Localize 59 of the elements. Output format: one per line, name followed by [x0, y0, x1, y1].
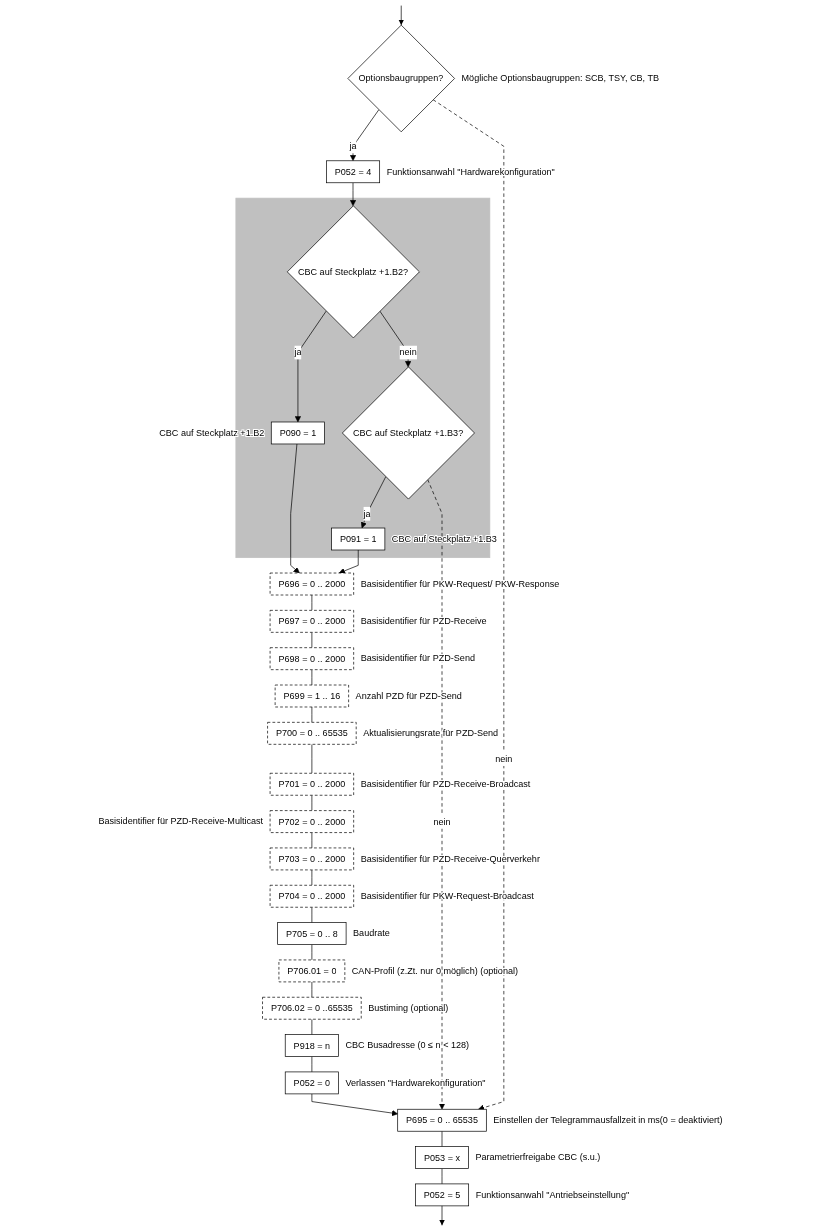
- connector: [441, 1168, 443, 1185]
- node-diamond: CBC auf Steckplatz +1.B3?: [342, 366, 475, 500]
- annotation-text: Basisidentifier für PZD-Receive-Broadcast: [360, 779, 531, 790]
- node-box: P091 = 1: [331, 527, 386, 551]
- annotation-text: Anzahl PZD für PZD-Send: [355, 690, 462, 701]
- annotation-text: Parametrierfreigabe CBC (s.u.): [475, 1152, 601, 1163]
- node-box: P703 = 0 .. 2000: [269, 847, 355, 871]
- edge-label: nein: [433, 816, 451, 827]
- annotation-text: Basisidentifier für PZD-Receive-Querverkehr: [360, 853, 540, 864]
- edge-label: ja: [349, 140, 357, 152]
- node-box: P695 = 0 .. 65535: [397, 1108, 487, 1132]
- annotation-text: Basisidentifier für PZD-Receive: [360, 616, 487, 627]
- node-box: P052 = 0: [284, 1071, 339, 1095]
- node-box: P052 = 4: [326, 160, 381, 184]
- node-box: P706.02 = 0 ..65535: [262, 996, 362, 1020]
- annotation-text: CAN-Profil (z.Zt. nur 0 möglich) (optional): [351, 965, 518, 976]
- annotation-text: Basisidentifier für PKW-Request/ PKW-Response: [360, 578, 560, 589]
- node-box: P090 = 1: [270, 421, 325, 445]
- node-box: P698 = 0 .. 2000: [269, 647, 355, 670]
- connector: [311, 832, 313, 849]
- annotation-text: Baudrate: [353, 928, 390, 939]
- annotation-text: Bustiming (optional): [368, 1003, 449, 1014]
- connector: [311, 1056, 313, 1073]
- node-box: P700 = 0 .. 65535: [267, 722, 357, 745]
- node-box: P704 = 0 .. 2000: [269, 884, 355, 908]
- node-box: P699 = 1 .. 16: [274, 684, 349, 708]
- annotation-text: CBC Busadresse (0 ≤ n < 128): [345, 1040, 470, 1051]
- annotation-text: CBC auf Steckplatz +1.B2: [159, 427, 265, 438]
- connector: [311, 794, 313, 811]
- annotation-text: Basisidentifier für PZD-Receive-Multicast: [98, 816, 264, 827]
- annotation-text: Einstellen der Telegrammausfallzeit in ms(0 = deaktiviert): [493, 1115, 723, 1125]
- node-box: P052 = 5: [415, 1183, 470, 1207]
- node-box: P702 = 0 .. 2000: [269, 810, 355, 833]
- connector: [311, 1018, 313, 1035]
- node-box: P706.01 = 0: [278, 959, 346, 983]
- connector: [311, 944, 313, 961]
- node-box: P705 = 0 .. 8: [277, 922, 347, 945]
- annotation-text: CBC auf Steckplatz +1.B3: [391, 533, 497, 544]
- edge-label: nein: [399, 347, 417, 358]
- edge-label: nein: [495, 753, 513, 764]
- node-diamond: Optionsbaugruppen?: [347, 24, 455, 133]
- annotation-text: Basisidentifier für PZD-Send: [360, 653, 475, 664]
- annotation-text: Funktionsanwahl "Hardwarekonfiguration": [386, 166, 555, 177]
- node-box: P697 = 0 .. 2000: [269, 610, 355, 633]
- annotation-text: Aktualisierungsrate für PZD-Send: [363, 728, 499, 739]
- edge-label: ja: [294, 347, 302, 358]
- edge-label: ja: [363, 508, 371, 519]
- annotation-text: Funktionsanwahl "Antriebseinstellung": [475, 1189, 630, 1200]
- connector: [311, 632, 313, 649]
- node-box: P918 = n: [284, 1034, 339, 1057]
- connector: [441, 1130, 443, 1147]
- node-box: P053 = x: [415, 1146, 469, 1169]
- annotation-text: Mögliche Optionsbaugruppen: SCB, TSY, CB, TB: [461, 73, 660, 84]
- connector: [311, 906, 313, 923]
- node-box: P701 = 0 .. 2000: [269, 772, 355, 796]
- node-diamond: CBC auf Steckplatz +1.B2?: [286, 205, 420, 339]
- node-box: P696 = 0 .. 2000: [269, 572, 355, 596]
- annotation-text: Basisidentifier für PKW-Request-Broadcast: [360, 891, 534, 902]
- annotation-text: Verlassen "Hardwarekonfiguration": [345, 1077, 486, 1088]
